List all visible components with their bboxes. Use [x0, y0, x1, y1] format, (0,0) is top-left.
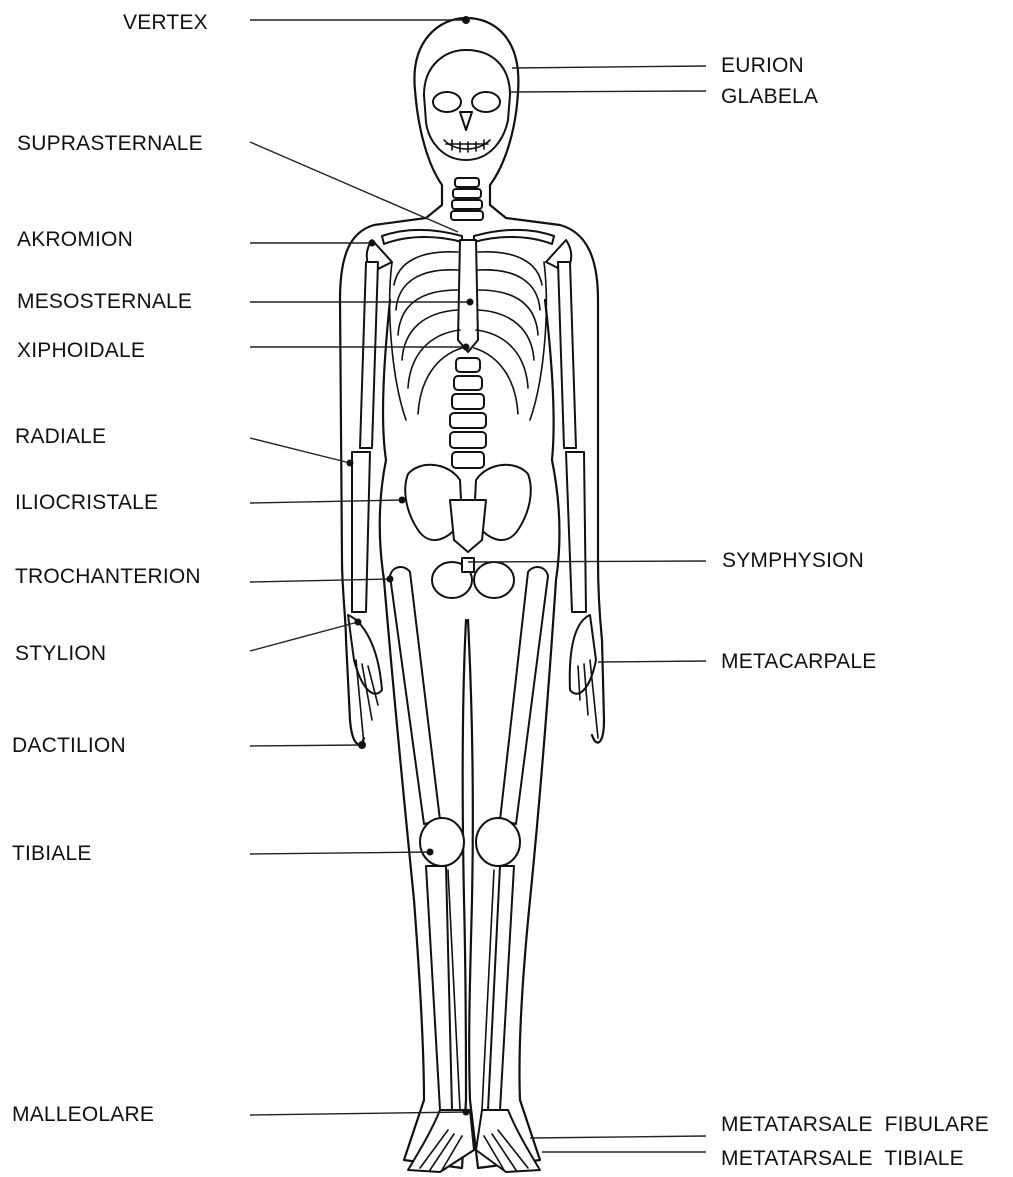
feet-bones	[408, 1110, 540, 1172]
label-eurion: EURION	[721, 55, 804, 76]
akromion-point	[369, 240, 376, 247]
label-suprasternale: SUPRASTERNALE	[17, 133, 203, 154]
label-mesosternale: MESOSTERNALE	[17, 291, 192, 312]
radiale-point	[347, 460, 354, 467]
label-malleolare: MALLEOLARE	[12, 1104, 154, 1125]
label-trochanterion: TROCHANTERION	[15, 566, 201, 587]
label-radiale: RADIALE	[15, 426, 106, 447]
pelvis	[405, 465, 531, 598]
label-tibiale: TIBIALE	[12, 843, 92, 864]
iliocristale-point	[399, 497, 406, 504]
xiphoidale-point	[463, 344, 470, 351]
label-iliocristale: ILIOCRISTALE	[15, 492, 158, 513]
dactilion-point	[358, 741, 366, 749]
trochanterion-point	[387, 576, 394, 583]
label-vertex: VERTEX	[123, 12, 208, 33]
label-metatarsale-fibulare: METATARSALE FIBULARE	[721, 1114, 989, 1135]
tibiale-point	[427, 849, 434, 856]
label-symphysion: SYMPHYSION	[722, 550, 864, 571]
stylion-point	[355, 619, 362, 626]
label-metacarpale: METACARPALE	[721, 651, 876, 672]
label-xiphoidale: XIPHOIDALE	[17, 340, 145, 361]
label-stylion: STYLION	[15, 643, 106, 664]
label-metatarsale-tibiale: METATARSALE TIBIALE	[721, 1148, 964, 1169]
label-dactilion: DACTILION	[12, 735, 126, 756]
cervical-spine	[451, 178, 483, 220]
mesosternale-point	[467, 299, 474, 306]
label-akromion: AKROMION	[17, 229, 133, 250]
malleolare-point	[463, 1109, 470, 1116]
label-glabela: GLABELA	[721, 86, 818, 107]
lumbar-spine	[450, 358, 486, 468]
skull	[424, 50, 510, 160]
vertex-point	[462, 16, 470, 24]
